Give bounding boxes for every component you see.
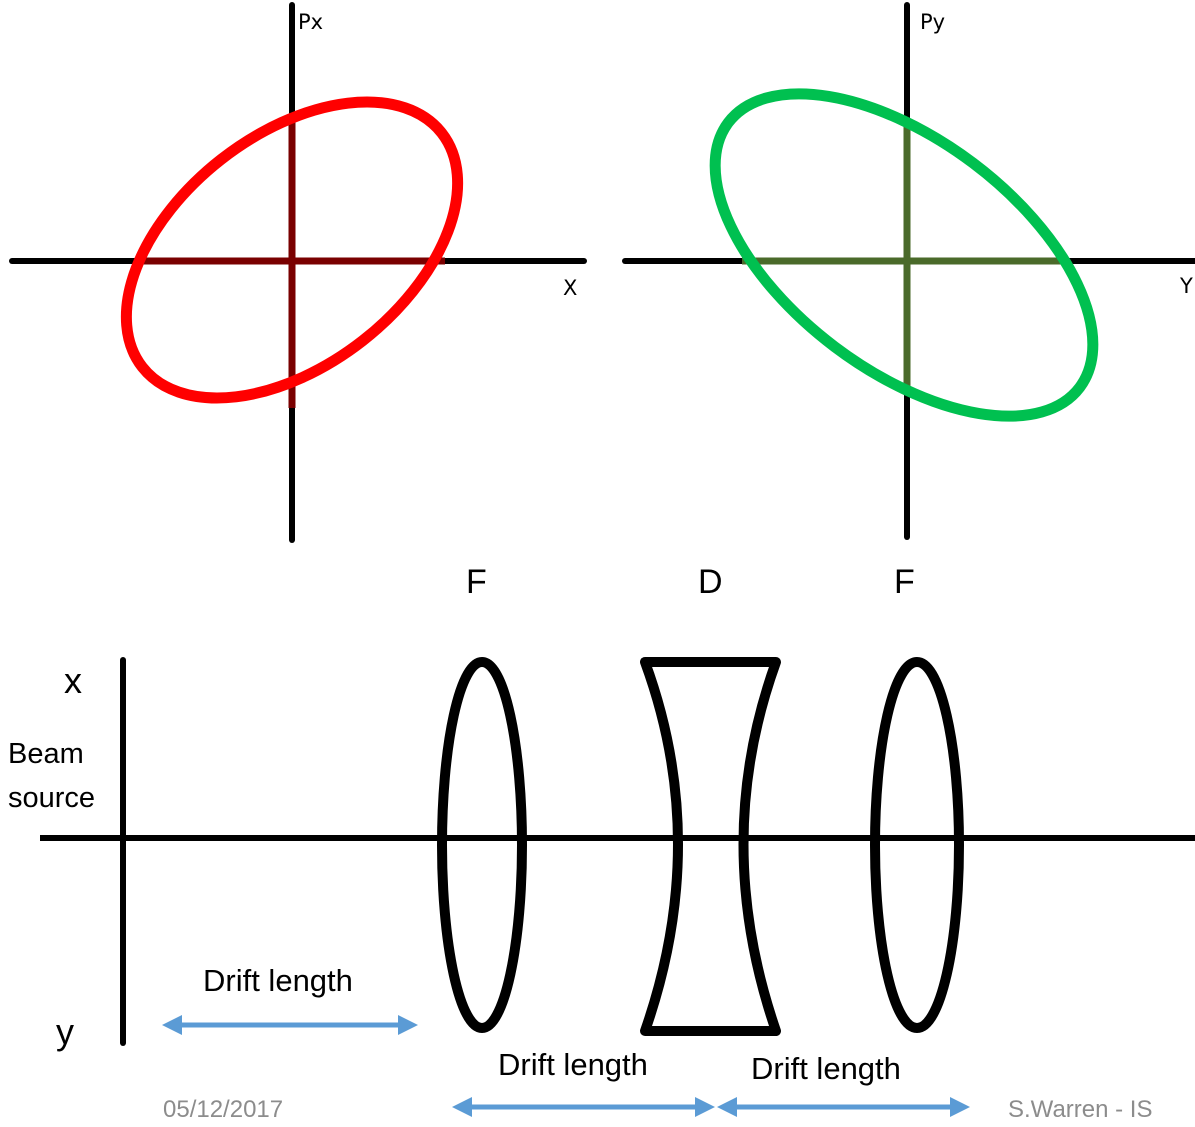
beam-source-label: Beam source [8,738,96,814]
x-phase-space-plot [9,2,587,543]
px-axis-label: Px [298,10,324,34]
drift-length-label-2: Drift length [498,1047,648,1082]
y-axis-label: Y [1180,274,1193,298]
beamline-x-label: x [64,660,82,701]
beamline-y-label: y [56,1011,74,1052]
drift-length-label-1: Drift length [203,963,353,998]
lens-label-focusing-1: F [466,563,487,601]
focusing-lens-1 [437,657,527,1033]
x-phase-space-ellipse [120,96,464,404]
y-phase-space-plot [622,2,1195,540]
lens-label-focusing-2: F [894,563,915,601]
py-axis-label: Py [920,10,946,34]
x-axis-label: X [563,276,578,300]
focusing-lens-2 [870,657,964,1033]
defocusing-lens [640,657,781,1036]
beamline-diagram [40,657,1195,1117]
footer-date: 05/12/2017 [163,1096,284,1123]
lens-label-defocusing: D [698,563,723,601]
footer-author: S.Warren - IS [1008,1096,1153,1123]
y-phase-space-ellipse [709,88,1099,422]
drift-length-label-3: Drift length [751,1051,901,1086]
